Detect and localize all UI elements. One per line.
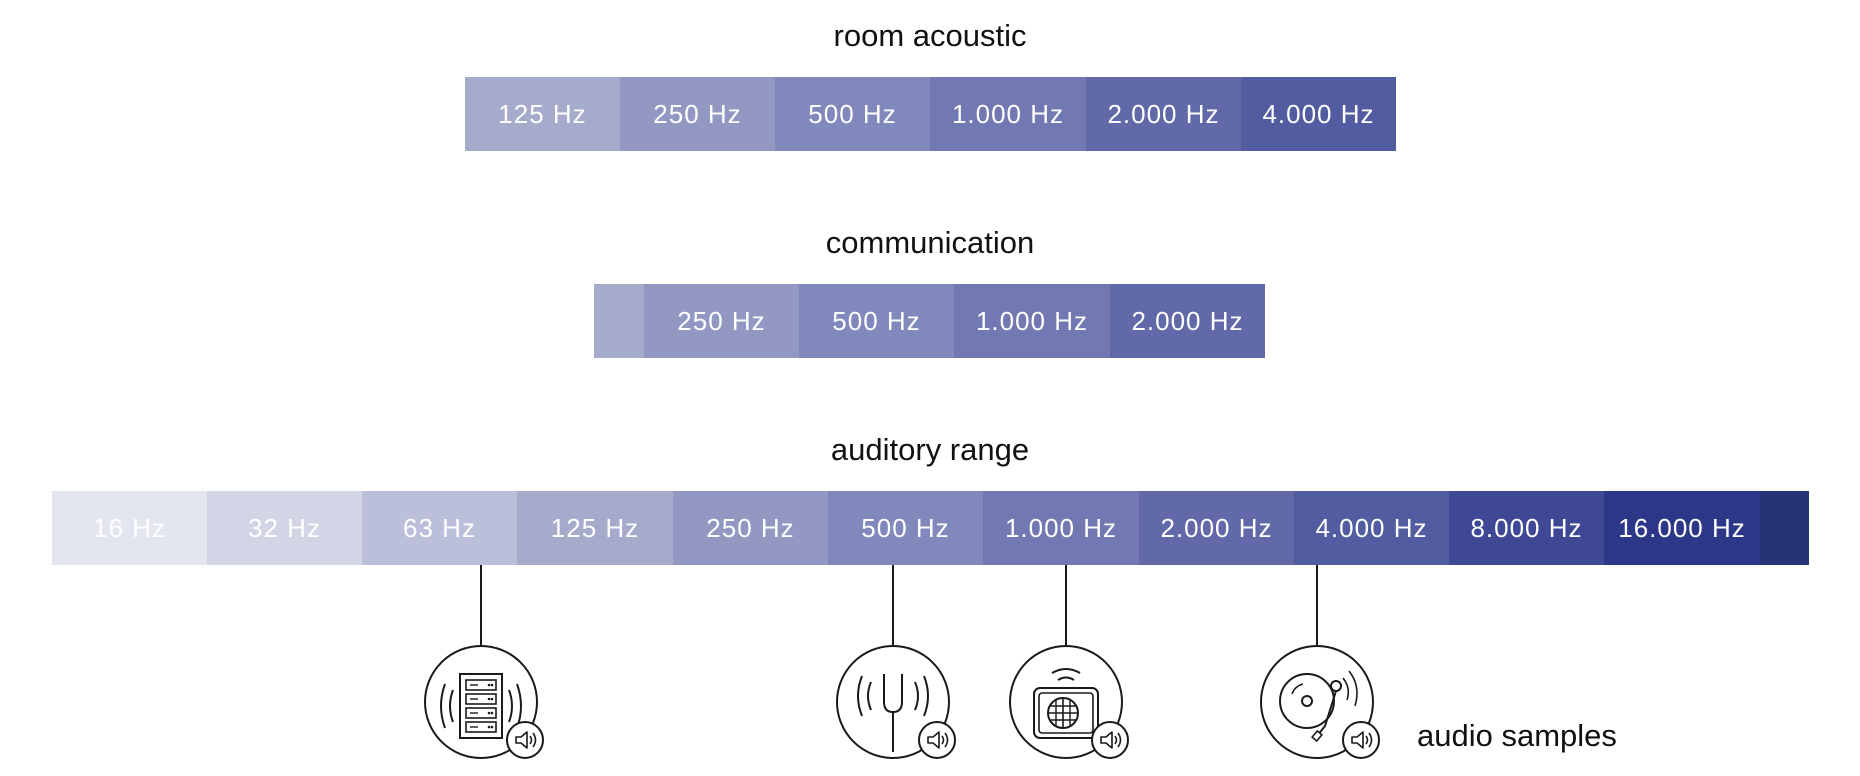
room-segment-1000hz: 1.000 Hz bbox=[930, 77, 1086, 151]
auditory-segment-500hz: 500 Hz bbox=[828, 491, 983, 565]
connector-line-1000hz bbox=[1065, 565, 1067, 645]
frequency-label: 250 Hz bbox=[653, 98, 742, 129]
frequency-label: 500 Hz bbox=[808, 98, 897, 129]
communication-band: 250 Hz 500 Hz 1.000 Hz 2.000 Hz bbox=[594, 284, 1265, 358]
speaker-icon[interactable] bbox=[918, 721, 956, 759]
auditory-range-title: auditory range bbox=[830, 432, 1030, 467]
connector-line-63hz bbox=[480, 565, 482, 645]
frequency-label: 500 Hz bbox=[861, 512, 950, 543]
connector-line-4000hz bbox=[1316, 565, 1318, 645]
frequency-label: 500 Hz bbox=[832, 305, 921, 336]
speaker-icon[interactable] bbox=[506, 721, 544, 759]
communication-segment-2000hz: 2.000 Hz bbox=[1110, 284, 1265, 358]
auditory-segment-1000hz: 1.000 Hz bbox=[983, 491, 1139, 565]
auditory-segment-4000hz: 4.000 Hz bbox=[1294, 491, 1449, 565]
frequency-label: 125 Hz bbox=[498, 98, 587, 129]
frequency-label: 4.000 Hz bbox=[1262, 98, 1375, 129]
auditory-segment-63hz: 63 Hz bbox=[362, 491, 517, 565]
frequency-label: 1.000 Hz bbox=[1004, 512, 1118, 543]
frequency-label: 4.000 Hz bbox=[1315, 512, 1428, 543]
auditory-segment-16000hz: 16.000 Hz bbox=[1604, 491, 1760, 565]
auditory-segment-32hz: 32 Hz bbox=[207, 491, 362, 565]
room-acoustic-title: room acoustic bbox=[833, 18, 1027, 53]
auditory-segment-125hz: 125 Hz bbox=[517, 491, 673, 565]
auditory-segment-edge bbox=[1760, 491, 1809, 565]
audio-sample-tuning-fork[interactable] bbox=[835, 644, 956, 760]
room-segment-125hz: 125 Hz bbox=[465, 77, 620, 151]
auditory-range-band: 16 Hz 32 Hz 63 Hz 125 Hz 250 Hz 500 Hz 1.000 H… bbox=[52, 491, 1809, 565]
audio-samples-label: audio samples bbox=[1417, 718, 1617, 753]
frequency-label: 250 Hz bbox=[677, 305, 766, 336]
frequency-label: 2.000 Hz bbox=[1131, 305, 1244, 336]
frequency-label: 63 Hz bbox=[403, 512, 476, 543]
frequency-label: 16 Hz bbox=[93, 512, 166, 543]
frequency-label: 2.000 Hz bbox=[1107, 98, 1220, 129]
room-segment-500hz: 500 Hz bbox=[775, 77, 930, 151]
frequency-label: 125 Hz bbox=[550, 512, 640, 543]
communication-segment-1000hz: 1.000 Hz bbox=[954, 284, 1110, 358]
audio-sample-turntable[interactable] bbox=[1259, 644, 1380, 760]
frequency-label: 16.000 Hz bbox=[1618, 512, 1746, 543]
audio-sample-server-rack[interactable] bbox=[423, 644, 544, 760]
communication-title: communication bbox=[825, 225, 1035, 260]
frequency-label: 250 Hz bbox=[706, 512, 795, 543]
communication-segment-250hz: 250 Hz bbox=[644, 284, 799, 358]
frequency-label: 1.000 Hz bbox=[951, 98, 1065, 129]
frequency-label: 1.000 Hz bbox=[975, 305, 1089, 336]
auditory-segment-8000hz: 8.000 Hz bbox=[1449, 491, 1604, 565]
auditory-segment-2000hz: 2.000 Hz bbox=[1139, 491, 1294, 565]
speaker-icon[interactable] bbox=[1342, 721, 1380, 759]
frequency-label: 2.000 Hz bbox=[1160, 512, 1273, 543]
connector-line-500hz bbox=[892, 565, 894, 645]
audio-sample-radio[interactable] bbox=[1008, 644, 1129, 760]
auditory-segment-250hz: 250 Hz bbox=[673, 491, 828, 565]
room-segment-4000hz: 4.000 Hz bbox=[1241, 77, 1396, 151]
auditory-segment-16hz: 16 Hz bbox=[52, 491, 207, 565]
frequency-label: 32 Hz bbox=[248, 512, 321, 543]
room-segment-250hz: 250 Hz bbox=[620, 77, 775, 151]
communication-segment-500hz: 500 Hz bbox=[799, 284, 954, 358]
room-acoustic-band: 125 Hz 250 Hz 500 Hz 1.000 Hz 2.000 Hz 4.000 … bbox=[465, 77, 1396, 151]
speaker-icon[interactable] bbox=[1091, 721, 1129, 759]
frequency-label: 8.000 Hz bbox=[1470, 512, 1583, 543]
communication-segment-edge bbox=[594, 284, 644, 358]
room-segment-2000hz: 2.000 Hz bbox=[1086, 77, 1241, 151]
